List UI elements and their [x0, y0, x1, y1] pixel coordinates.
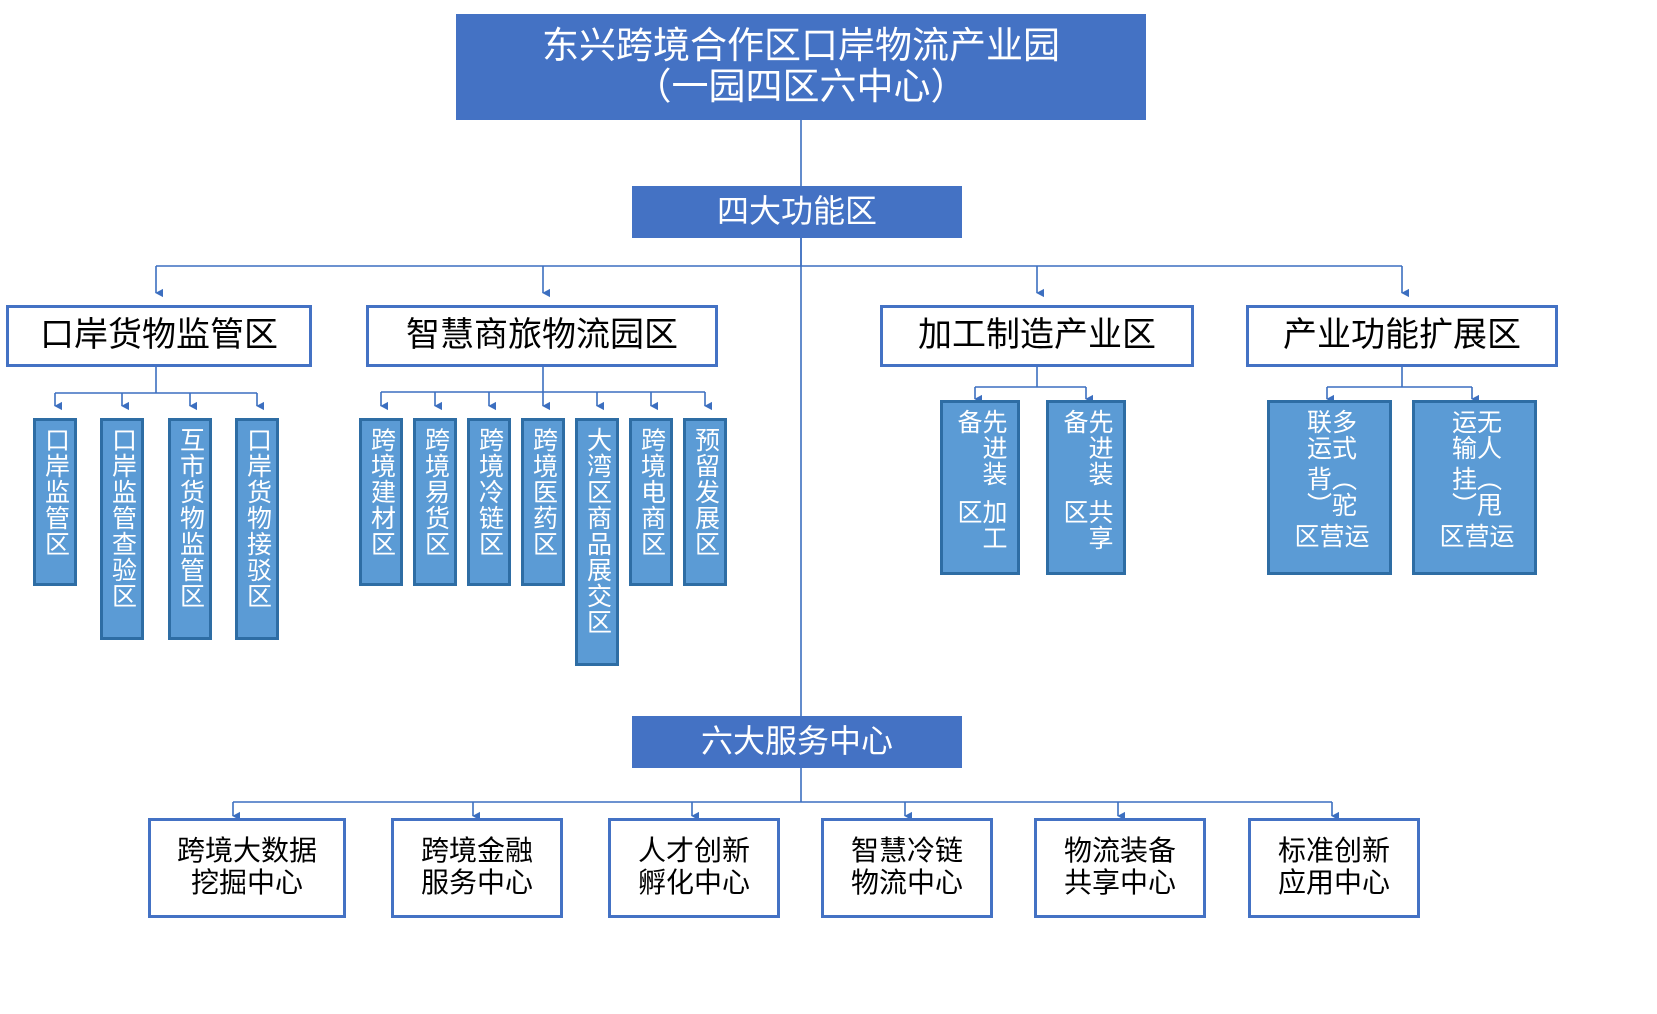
service-center-5[interactable]: 标准创新 应用中心 — [1248, 818, 1420, 918]
leaf-zone3-1[interactable]: 先进装备 共享区 — [1046, 400, 1126, 575]
leaf-zone2-5[interactable]: 跨境电商区 — [629, 418, 673, 586]
zone-header-smart-commerce-logistics[interactable]: 智慧商旅物流园区 — [366, 305, 718, 367]
service-center-3[interactable]: 智慧冷链 物流中心 — [821, 818, 993, 918]
leaf-zone2-4[interactable]: 大湾区商品展交区 — [575, 418, 619, 666]
six-service-centers-header[interactable]: 六大服务中心 — [632, 716, 962, 768]
leaf-zone2-2[interactable]: 跨境冷链区 — [467, 418, 511, 586]
leaf-zone1-2[interactable]: 互市货物监管区 — [168, 418, 212, 640]
root-title-line-2: （一园四区六中心） — [634, 67, 968, 108]
root-title-box[interactable]: 东兴跨境合作区口岸物流产业园 （一园四区六中心） — [456, 14, 1146, 120]
four-function-zones-header[interactable]: 四大功能区 — [632, 186, 962, 238]
leaf-zone2-0[interactable]: 跨境建材区 — [359, 418, 403, 586]
service-center-0[interactable]: 跨境大数据 挖掘中心 — [148, 818, 346, 918]
service-center-2[interactable]: 人才创新 孵化中心 — [608, 818, 780, 918]
leaf-zone1-1[interactable]: 口岸监管查验区 — [100, 418, 144, 640]
leaf-zone1-3[interactable]: 口岸货物接驳区 — [235, 418, 279, 640]
leaf-zone2-1[interactable]: 跨境易货区 — [413, 418, 457, 586]
leaf-zone4-0[interactable]: 多式联运 （驼背） 运营区 — [1267, 400, 1392, 575]
root-title-line-1: 东兴跨境合作区口岸物流产业园 — [542, 25, 1060, 67]
leaf-zone3-0[interactable]: 先进装备 加工区 — [940, 400, 1020, 575]
service-center-4[interactable]: 物流装备 共享中心 — [1034, 818, 1206, 918]
leaf-zone1-0[interactable]: 口岸监管区 — [33, 418, 77, 586]
leaf-zone2-6[interactable]: 预留发展区 — [683, 418, 727, 586]
leaf-zone4-1[interactable]: 无人运输 （甩挂） 运营区 — [1412, 400, 1537, 575]
zone-header-port-cargo-supervision[interactable]: 口岸货物监管区 — [6, 305, 312, 367]
leaf-zone2-3[interactable]: 跨境医药区 — [521, 418, 565, 586]
zone-header-processing-manufacturing[interactable]: 加工制造产业区 — [880, 305, 1194, 367]
service-center-1[interactable]: 跨境金融 服务中心 — [391, 818, 563, 918]
zone-header-industry-expansion[interactable]: 产业功能扩展区 — [1246, 305, 1558, 367]
